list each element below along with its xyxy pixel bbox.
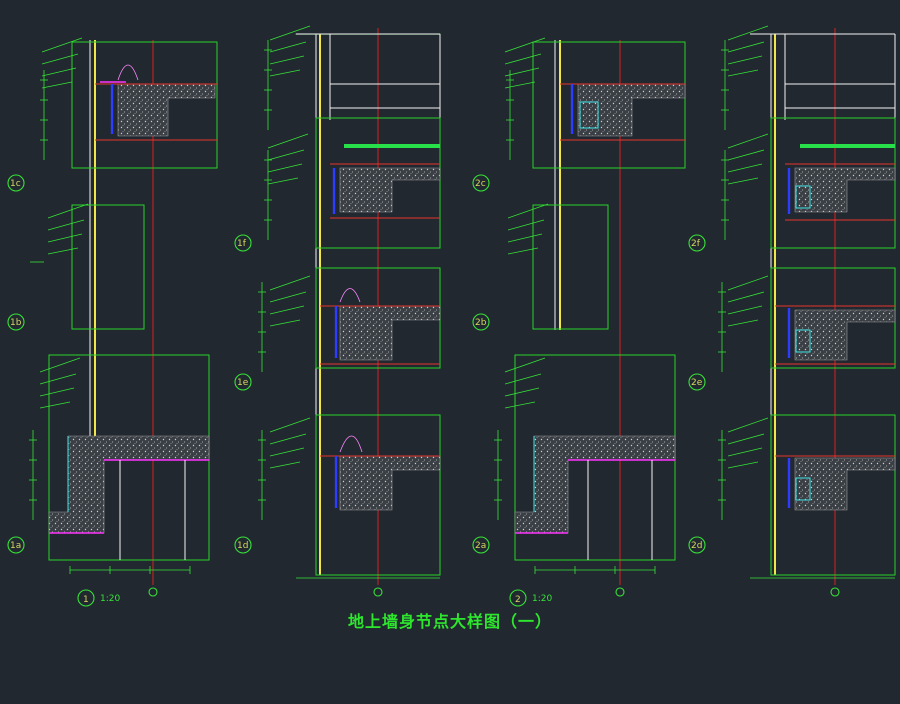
column-2 [258, 26, 440, 596]
detail-2b [508, 204, 608, 329]
detail-2c [505, 38, 685, 168]
detail-2d [718, 415, 895, 578]
drawing-scale-2: 1:20 [532, 594, 552, 604]
tag-2c: 2c [475, 179, 486, 189]
tag-2b: 2b [475, 318, 487, 328]
drawing-label-2: 2 1:20 [510, 590, 552, 606]
drawing-label-1: 1 1:20 [78, 590, 120, 606]
column-3 [494, 38, 685, 596]
detail-2e [718, 268, 895, 372]
detail-2f [721, 118, 895, 248]
axis-bubble [616, 588, 624, 596]
column-1 [29, 38, 217, 596]
column-4 [718, 26, 895, 596]
tag-2a: 2a [475, 541, 486, 551]
tag-2f: 2f [691, 239, 701, 249]
detail-2a [494, 355, 675, 574]
detail-1e [258, 268, 440, 372]
tag-1f: 1f [237, 239, 247, 249]
tag-1d: 1d [237, 541, 248, 551]
drawing-title: 地上墙身节点大样图（一） [0, 608, 900, 632]
drawing-scale-1: 1:20 [100, 594, 120, 604]
detail-1d [258, 415, 440, 578]
tag-1b: 1b [10, 318, 22, 328]
tag-1e: 1e [237, 378, 249, 388]
axis-bubble [831, 588, 839, 596]
tag-2e: 2e [691, 378, 703, 388]
axis-bubble [149, 588, 157, 596]
detail-1a [29, 355, 209, 574]
detail-1b [30, 204, 144, 329]
detail-1c [40, 38, 217, 168]
tag-1a: 1a [10, 541, 21, 551]
drawing-number-2: 2 [515, 595, 521, 605]
axis-bubble [374, 588, 382, 596]
drawing-number-1: 1 [83, 595, 89, 605]
tag-1c: 1c [10, 179, 21, 189]
detail-1f [264, 118, 440, 248]
tag-2d: 2d [691, 541, 702, 551]
